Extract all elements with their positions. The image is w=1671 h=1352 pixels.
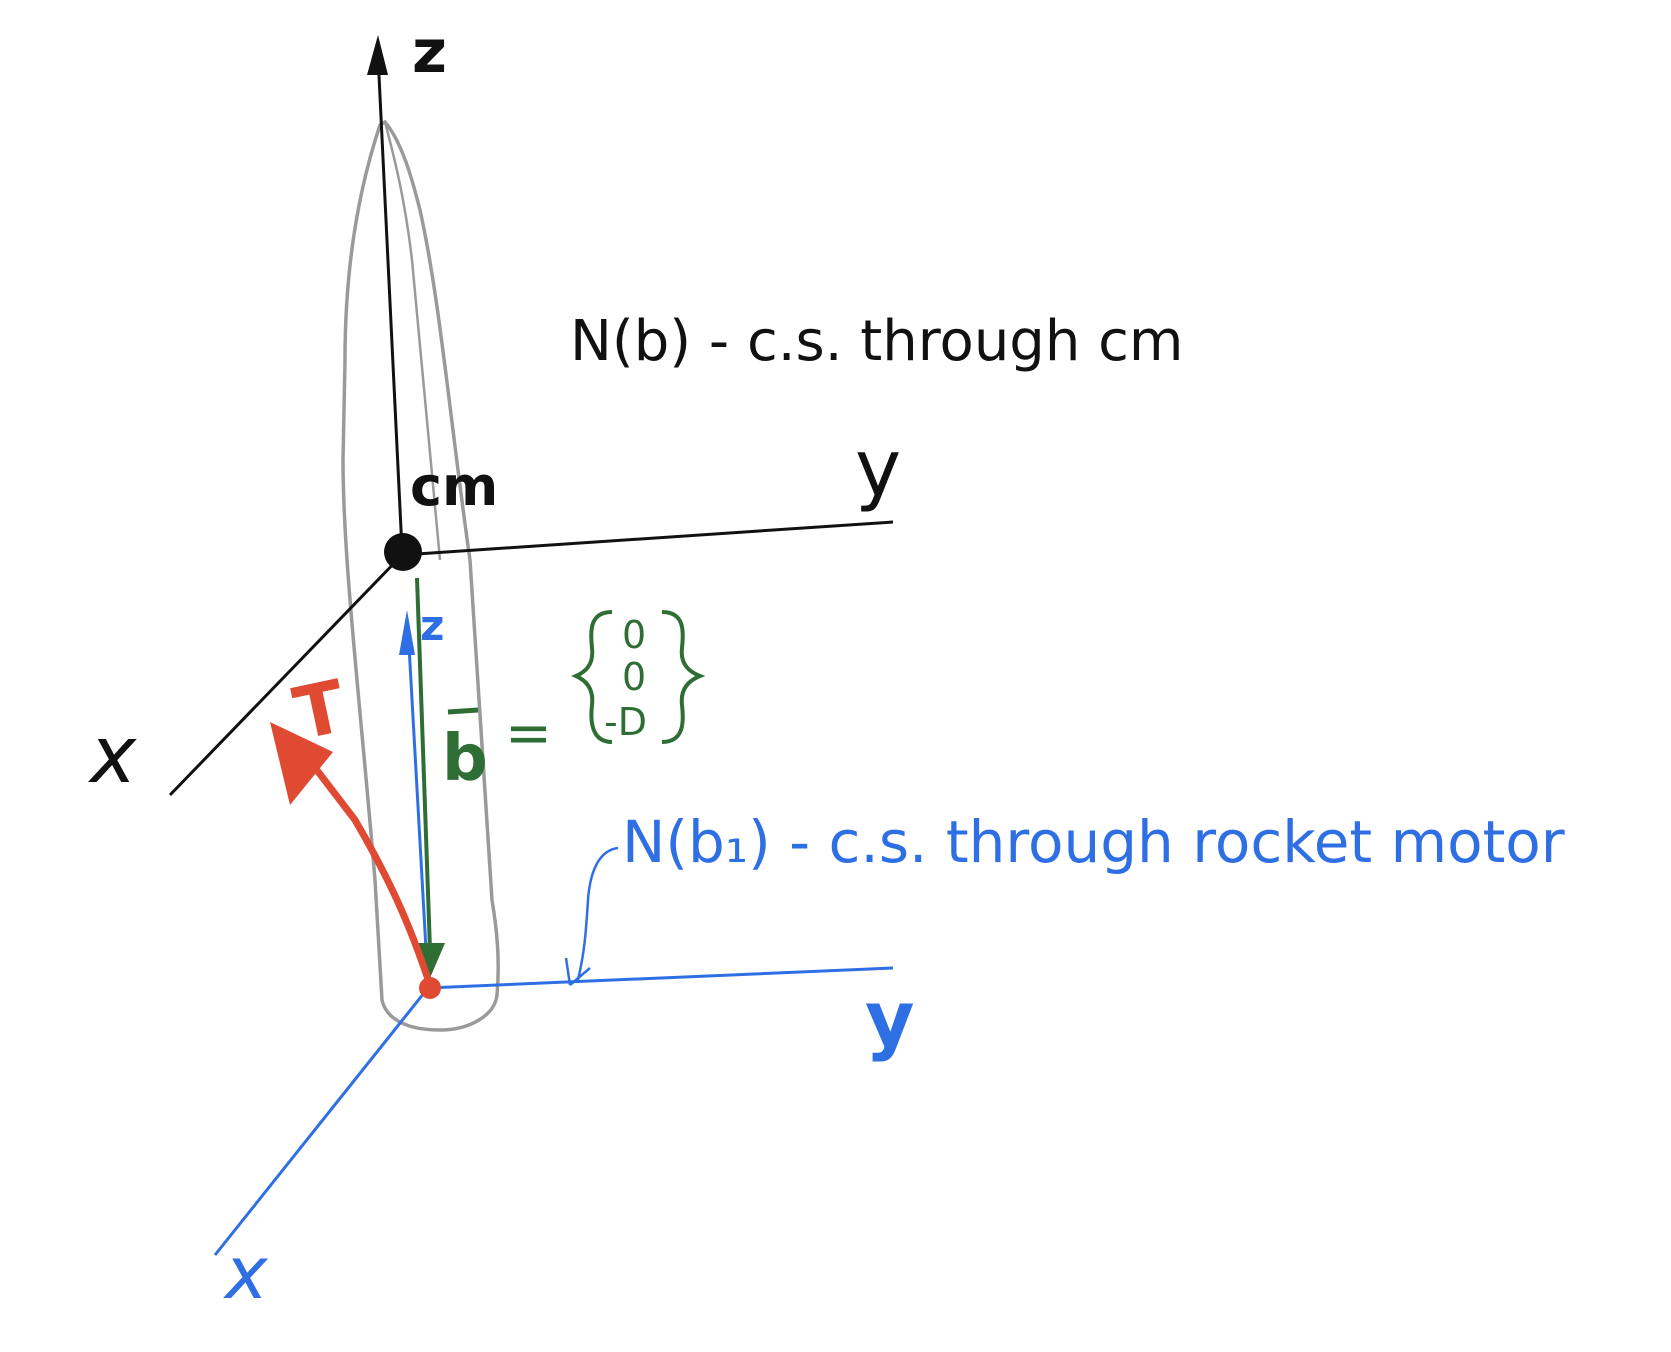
- motor-z-arrowhead: [399, 610, 415, 655]
- motor-x-axis: [213, 987, 430, 1256]
- motor-y-axis: [427, 966, 894, 990]
- cm-point: [384, 533, 422, 571]
- cm-frame-caption: N(b) - c.s. through cm: [570, 309, 1183, 374]
- offset-vector-right-brace: [661, 610, 706, 744]
- rocket-body-inner-edge: [383, 121, 442, 561]
- offset-vector-equals: =: [505, 701, 552, 766]
- thrust-vector-line: [296, 744, 434, 989]
- offset-vector-left-brace: [571, 610, 613, 744]
- offset-vector-component-z: -D: [604, 700, 647, 744]
- cm-x-label: x: [87, 711, 137, 801]
- offset-vector-line: [415, 577, 432, 951]
- cm-y-axis: [401, 520, 894, 557]
- motor-x-label: x: [223, 1231, 269, 1315]
- thrust-vector-arrowhead: [270, 722, 333, 805]
- motor-origin-point: [419, 977, 441, 999]
- cm-y-label: y: [855, 424, 901, 514]
- offset-vector-overbar: [447, 707, 479, 715]
- motor-caption-leader: [576, 846, 619, 981]
- offset-vector-component-y: 0: [622, 655, 646, 699]
- offset-vector-component-x: 0: [622, 613, 646, 657]
- motor-caption-leader-arrowhead: [564, 957, 591, 986]
- offset-vector-symbol: b: [442, 722, 488, 796]
- rocket-body-outline: [341, 119, 500, 1032]
- offset-vector-arrowhead: [418, 943, 445, 978]
- motor-z-label: z: [420, 601, 444, 650]
- cm-z-arrowhead: [367, 35, 388, 75]
- cm-origin-label: cm: [410, 455, 498, 518]
- cm-z-label: z: [412, 17, 447, 87]
- cm-z-axis: [376, 54, 404, 551]
- motor-y-label: y: [865, 974, 915, 1063]
- motor-z-axis: [406, 627, 430, 986]
- motor-frame-caption: N(b₁) - c.s. through rocket motor: [622, 808, 1565, 876]
- cm-x-axis: [168, 553, 404, 797]
